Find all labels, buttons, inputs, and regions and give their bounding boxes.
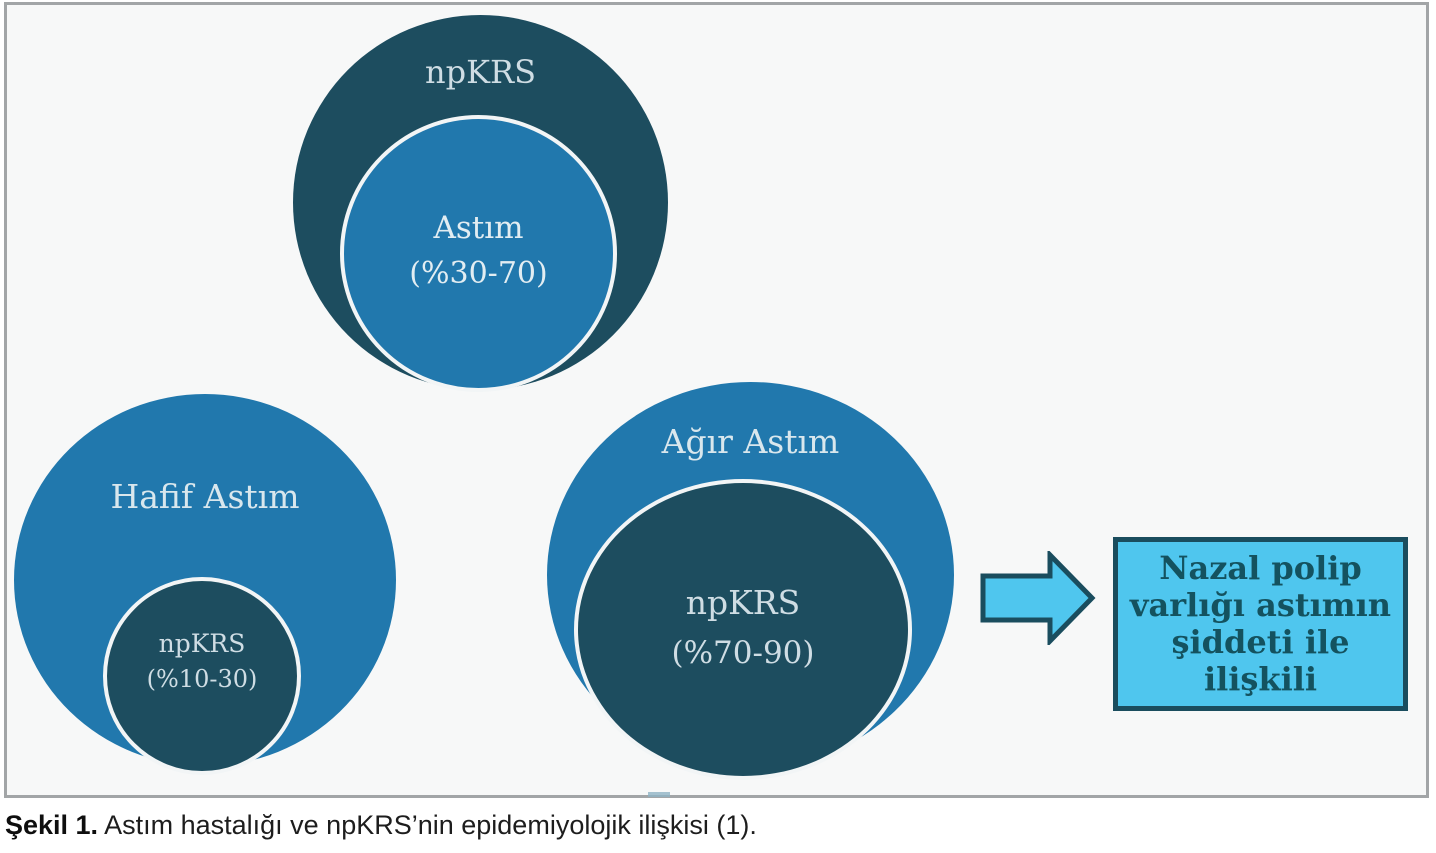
venn-right-inner-label: npKRS bbox=[685, 583, 801, 622]
venn-left-inner-circle bbox=[103, 577, 301, 775]
venn-right-inner-circle bbox=[574, 479, 912, 780]
venn-top-inner-percentage: (%30-70) bbox=[409, 256, 548, 291]
figure-caption-text: Astım hastalığı ve npKRS’nin epidemiyolo… bbox=[98, 810, 757, 840]
venn-left-outer-label: Hafif Astım bbox=[110, 477, 300, 516]
conclusion-line: şiddeti ile ilişkili bbox=[1171, 623, 1350, 698]
border-artifact-mark bbox=[648, 792, 670, 797]
venn-top-inner-circle bbox=[340, 115, 617, 392]
right-arrow-icon bbox=[980, 551, 1096, 645]
venn-right-inner-percentage: (%70-90) bbox=[671, 635, 815, 671]
figure-frame: npKRS Astım (%30-70) Hafif Astım npKRS (… bbox=[4, 2, 1429, 798]
conclusion-line: varlığı astımın bbox=[1129, 586, 1392, 624]
venn-top-inner-label: Astım bbox=[433, 210, 524, 246]
conclusion-line: Nazal polip bbox=[1159, 549, 1362, 587]
venn-right-outer-label: Ağır Astım bbox=[661, 422, 840, 461]
conclusion-box: Nazal polip varlığı astımın şiddeti ile … bbox=[1113, 537, 1408, 711]
venn-top-outer-label: npKRS bbox=[424, 53, 536, 91]
venn-left-inner-label: npKRS bbox=[158, 629, 246, 658]
venn-left-inner-percentage: (%10-30) bbox=[146, 665, 258, 693]
figure-caption: Şekil 1. Astım hastalığı ve npKRS’nin ep… bbox=[5, 810, 757, 841]
figure-caption-label: Şekil 1. bbox=[5, 810, 99, 840]
